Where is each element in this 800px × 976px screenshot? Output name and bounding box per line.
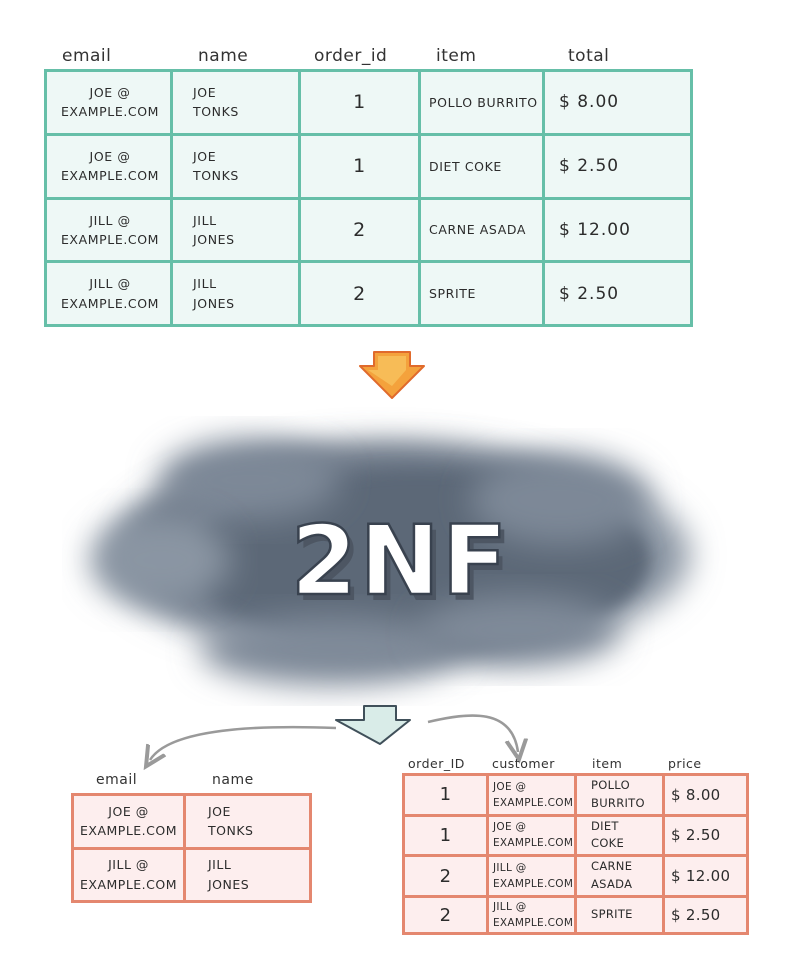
order-id-cell: 1 [298, 69, 421, 136]
email-cell: JOE @EXAMPLE.COM [44, 69, 173, 136]
header-customer: customer [492, 756, 555, 771]
cloud-title: 2NF [289, 504, 510, 619]
customer-cell: JILL @EXAMPLE.COM [486, 894, 577, 936]
header-price: price [668, 756, 702, 771]
item-cell: SPRITE [574, 894, 665, 936]
header-item: item [436, 46, 477, 66]
curved-arrow-icon [150, 725, 337, 760]
total-cell: $ 12.00 [542, 196, 693, 264]
header-email: email [62, 46, 112, 66]
item-cell: SPRITE [418, 260, 545, 327]
table-row: 2 JILL @EXAMPLE.COM SPRITE $ 2.50 [402, 894, 749, 936]
header-name: name [198, 46, 249, 66]
header-total: total [568, 46, 610, 66]
cloud-shape [90, 440, 690, 685]
order-id-cell: 2 [298, 260, 421, 327]
order-id-cell: 1 [402, 813, 489, 858]
header-email: email [96, 772, 138, 788]
total-cell: $ 8.00 [542, 69, 693, 136]
item-cell: POLLO BURRITO [418, 69, 545, 136]
header-item: item [592, 756, 623, 771]
customer-cell: JOE @EXAMPLE.COM [486, 773, 577, 817]
order-id-cell: 2 [402, 894, 489, 936]
header-name: name [212, 772, 254, 788]
down-arrow-icon [359, 351, 425, 399]
total-cell: $ 2.50 [542, 260, 693, 327]
down-arrow-icon [335, 705, 411, 745]
order-id-cell: 1 [298, 132, 421, 200]
item-cell: DIET COKE [418, 132, 545, 200]
item-cell: CARNE ASADA [418, 196, 545, 264]
email-cell: JOE @EXAMPLE.COM [44, 132, 173, 200]
header-order-id: order_id [314, 46, 388, 66]
total-cell: $ 2.50 [542, 132, 693, 200]
email-cell: JILL @EXAMPLE.COM [71, 846, 186, 903]
email-cell: JILL @EXAMPLE.COM [44, 196, 173, 264]
price-cell: $ 12.00 [662, 854, 749, 898]
header-order-id: order_ID [408, 756, 465, 771]
curved-arrow-icon [427, 714, 518, 752]
order-id-cell: 2 [402, 854, 489, 898]
order-id-cell: 1 [402, 773, 489, 817]
order-id-cell: 2 [298, 196, 421, 264]
customer-cell: JOE @EXAMPLE.COM [486, 813, 577, 858]
price-cell: $ 2.50 [662, 813, 749, 858]
price-cell: $ 2.50 [662, 894, 749, 936]
email-cell: JOE @EXAMPLE.COM [71, 793, 186, 850]
price-cell: $ 8.00 [662, 773, 749, 817]
customer-cell: JILL @EXAMPLE.COM [486, 854, 577, 898]
email-cell: JILL @EXAMPLE.COM [44, 260, 173, 327]
